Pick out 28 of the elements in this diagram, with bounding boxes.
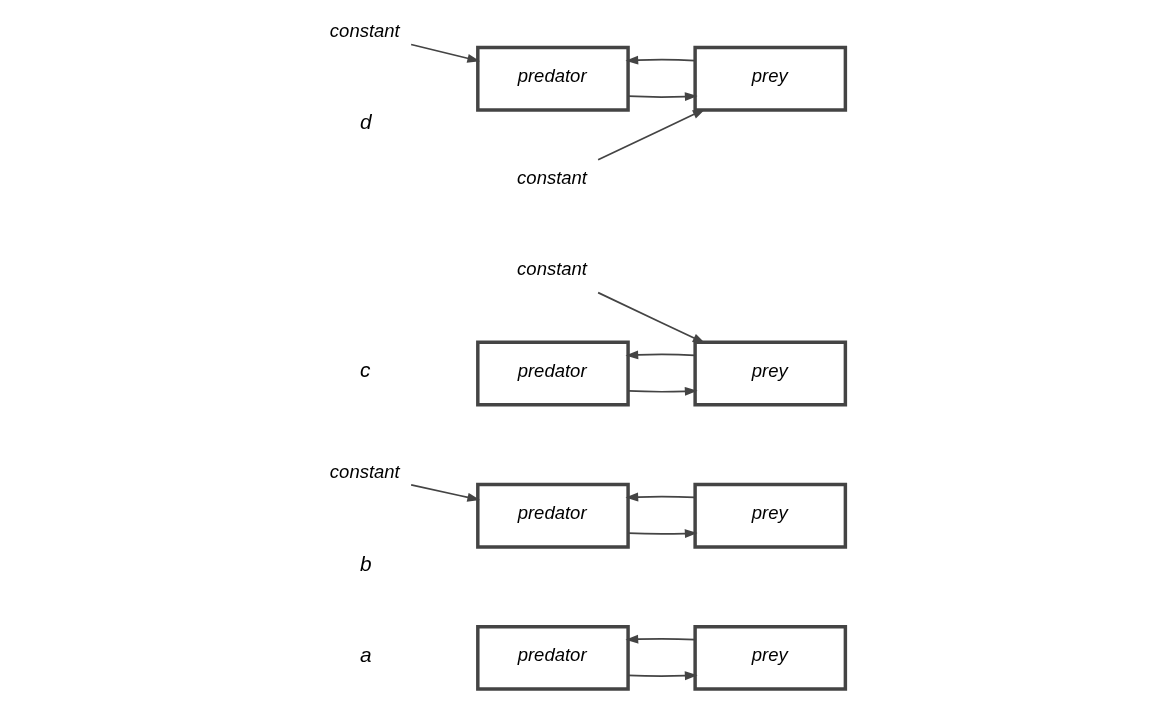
arrow: [625, 350, 696, 360]
label: a: [359, 642, 372, 666]
arrow: [410, 43, 481, 63]
arrow: [625, 634, 696, 644]
node-box: prey: [693, 45, 848, 112]
label: d: [359, 109, 372, 133]
node-box: predator: [476, 624, 630, 691]
node-box: prey: [693, 340, 848, 407]
node-text: constant: [517, 258, 588, 280]
node-text: constant: [517, 166, 588, 188]
node-box: predator: [476, 482, 630, 549]
arrow: [627, 529, 698, 538]
arrow: [627, 386, 698, 396]
label: b: [359, 551, 372, 575]
arrow: [627, 671, 698, 681]
node-box: predator: [476, 45, 630, 112]
arrow: [410, 484, 481, 502]
node-text: constant: [329, 19, 400, 41]
arrow: [597, 108, 706, 161]
arrow: [625, 55, 696, 65]
node-box: prey: [693, 624, 848, 691]
arrow: [597, 291, 706, 344]
label: c: [359, 358, 371, 382]
node-box: predator: [476, 340, 630, 407]
arrow: [625, 492, 696, 502]
node-text: constant: [329, 461, 400, 483]
arrow: [627, 92, 698, 102]
node-box: prey: [693, 482, 848, 549]
